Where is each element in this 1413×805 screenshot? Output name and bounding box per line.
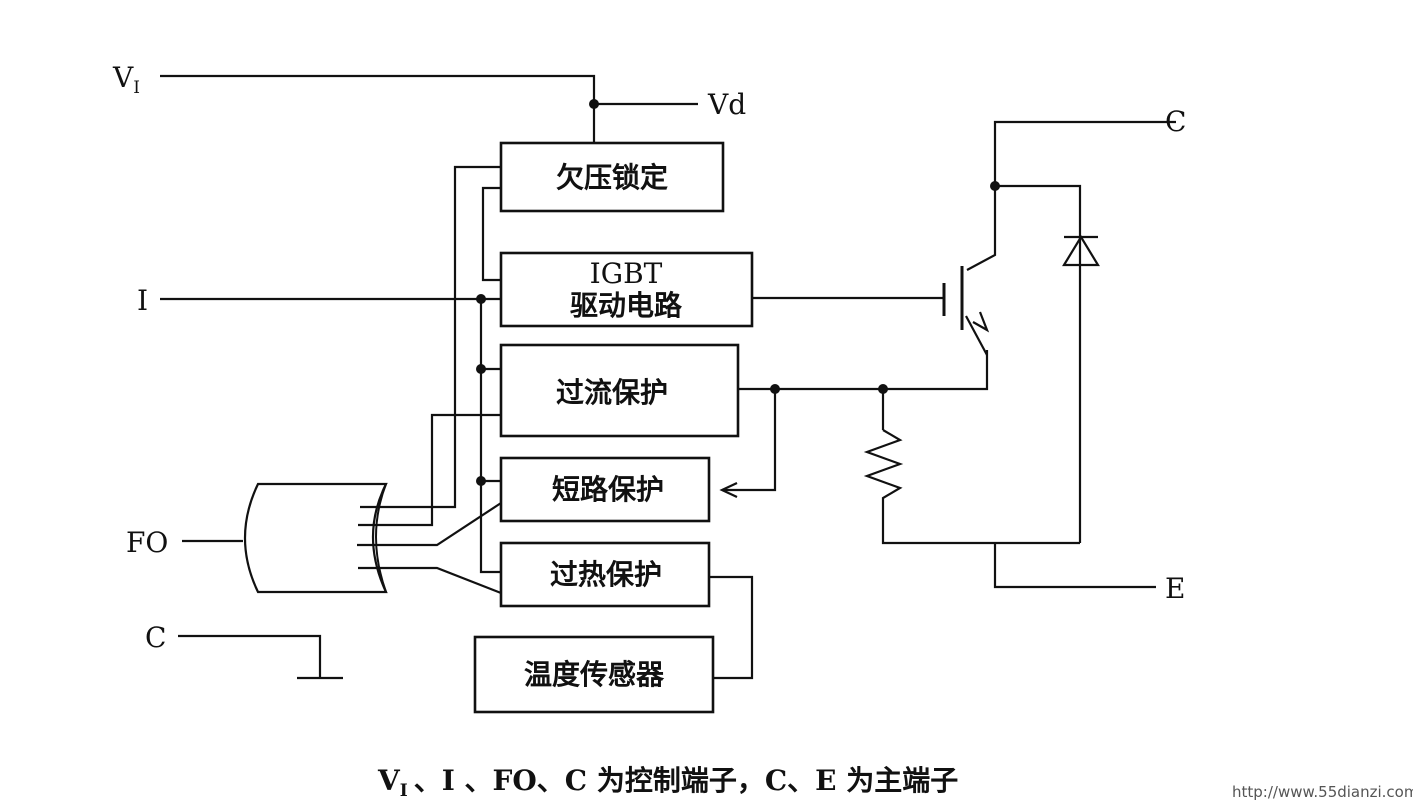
block-overcurrent-protection-label: 过流保护	[556, 376, 668, 409]
or-gate	[244, 482, 388, 594]
block-short-circuit-protection-label: 短路保护	[552, 473, 664, 506]
terminal-e-label: E	[1165, 572, 1185, 605]
block-temperature-sensor-label: 温度传感器	[524, 658, 665, 691]
block-igbt-driver: IGBT 驱动电路	[499, 251, 754, 328]
terminal-c-left-label: C	[145, 621, 166, 654]
block-undervoltage-lockout: 欠压锁定	[499, 141, 725, 213]
block-undervoltage-lockout-label: 欠压锁定	[556, 161, 668, 194]
terminal-i-label: I	[137, 284, 148, 317]
block-overheat-protection: 过热保护	[499, 541, 711, 608]
arrowhead	[719, 482, 738, 498]
diagram-caption: VI、I 、FO、C 为控制端子，C、E 为主端子	[377, 764, 958, 801]
block-igbt-driver-label-line1: IGBT	[590, 257, 663, 290]
block-short-circuit-protection: 短路保护	[499, 456, 711, 523]
terminal-fo-label: FO	[126, 526, 168, 559]
block-overcurrent-protection: 过流保护	[499, 343, 740, 438]
block-igbt-driver-label-line2: 驱动电路	[570, 289, 683, 322]
watermark-text: http://www.55dianzi.com	[1232, 783, 1413, 801]
terminal-vd-label: Vd	[707, 88, 746, 121]
terminal-c-right-label: C	[1165, 105, 1186, 138]
terminal-vi-label: VI	[112, 61, 140, 98]
block-temperature-sensor: 温度传感器	[473, 635, 715, 714]
junction-dots	[476, 99, 1000, 486]
block-overheat-protection-label: 过热保护	[550, 558, 662, 591]
